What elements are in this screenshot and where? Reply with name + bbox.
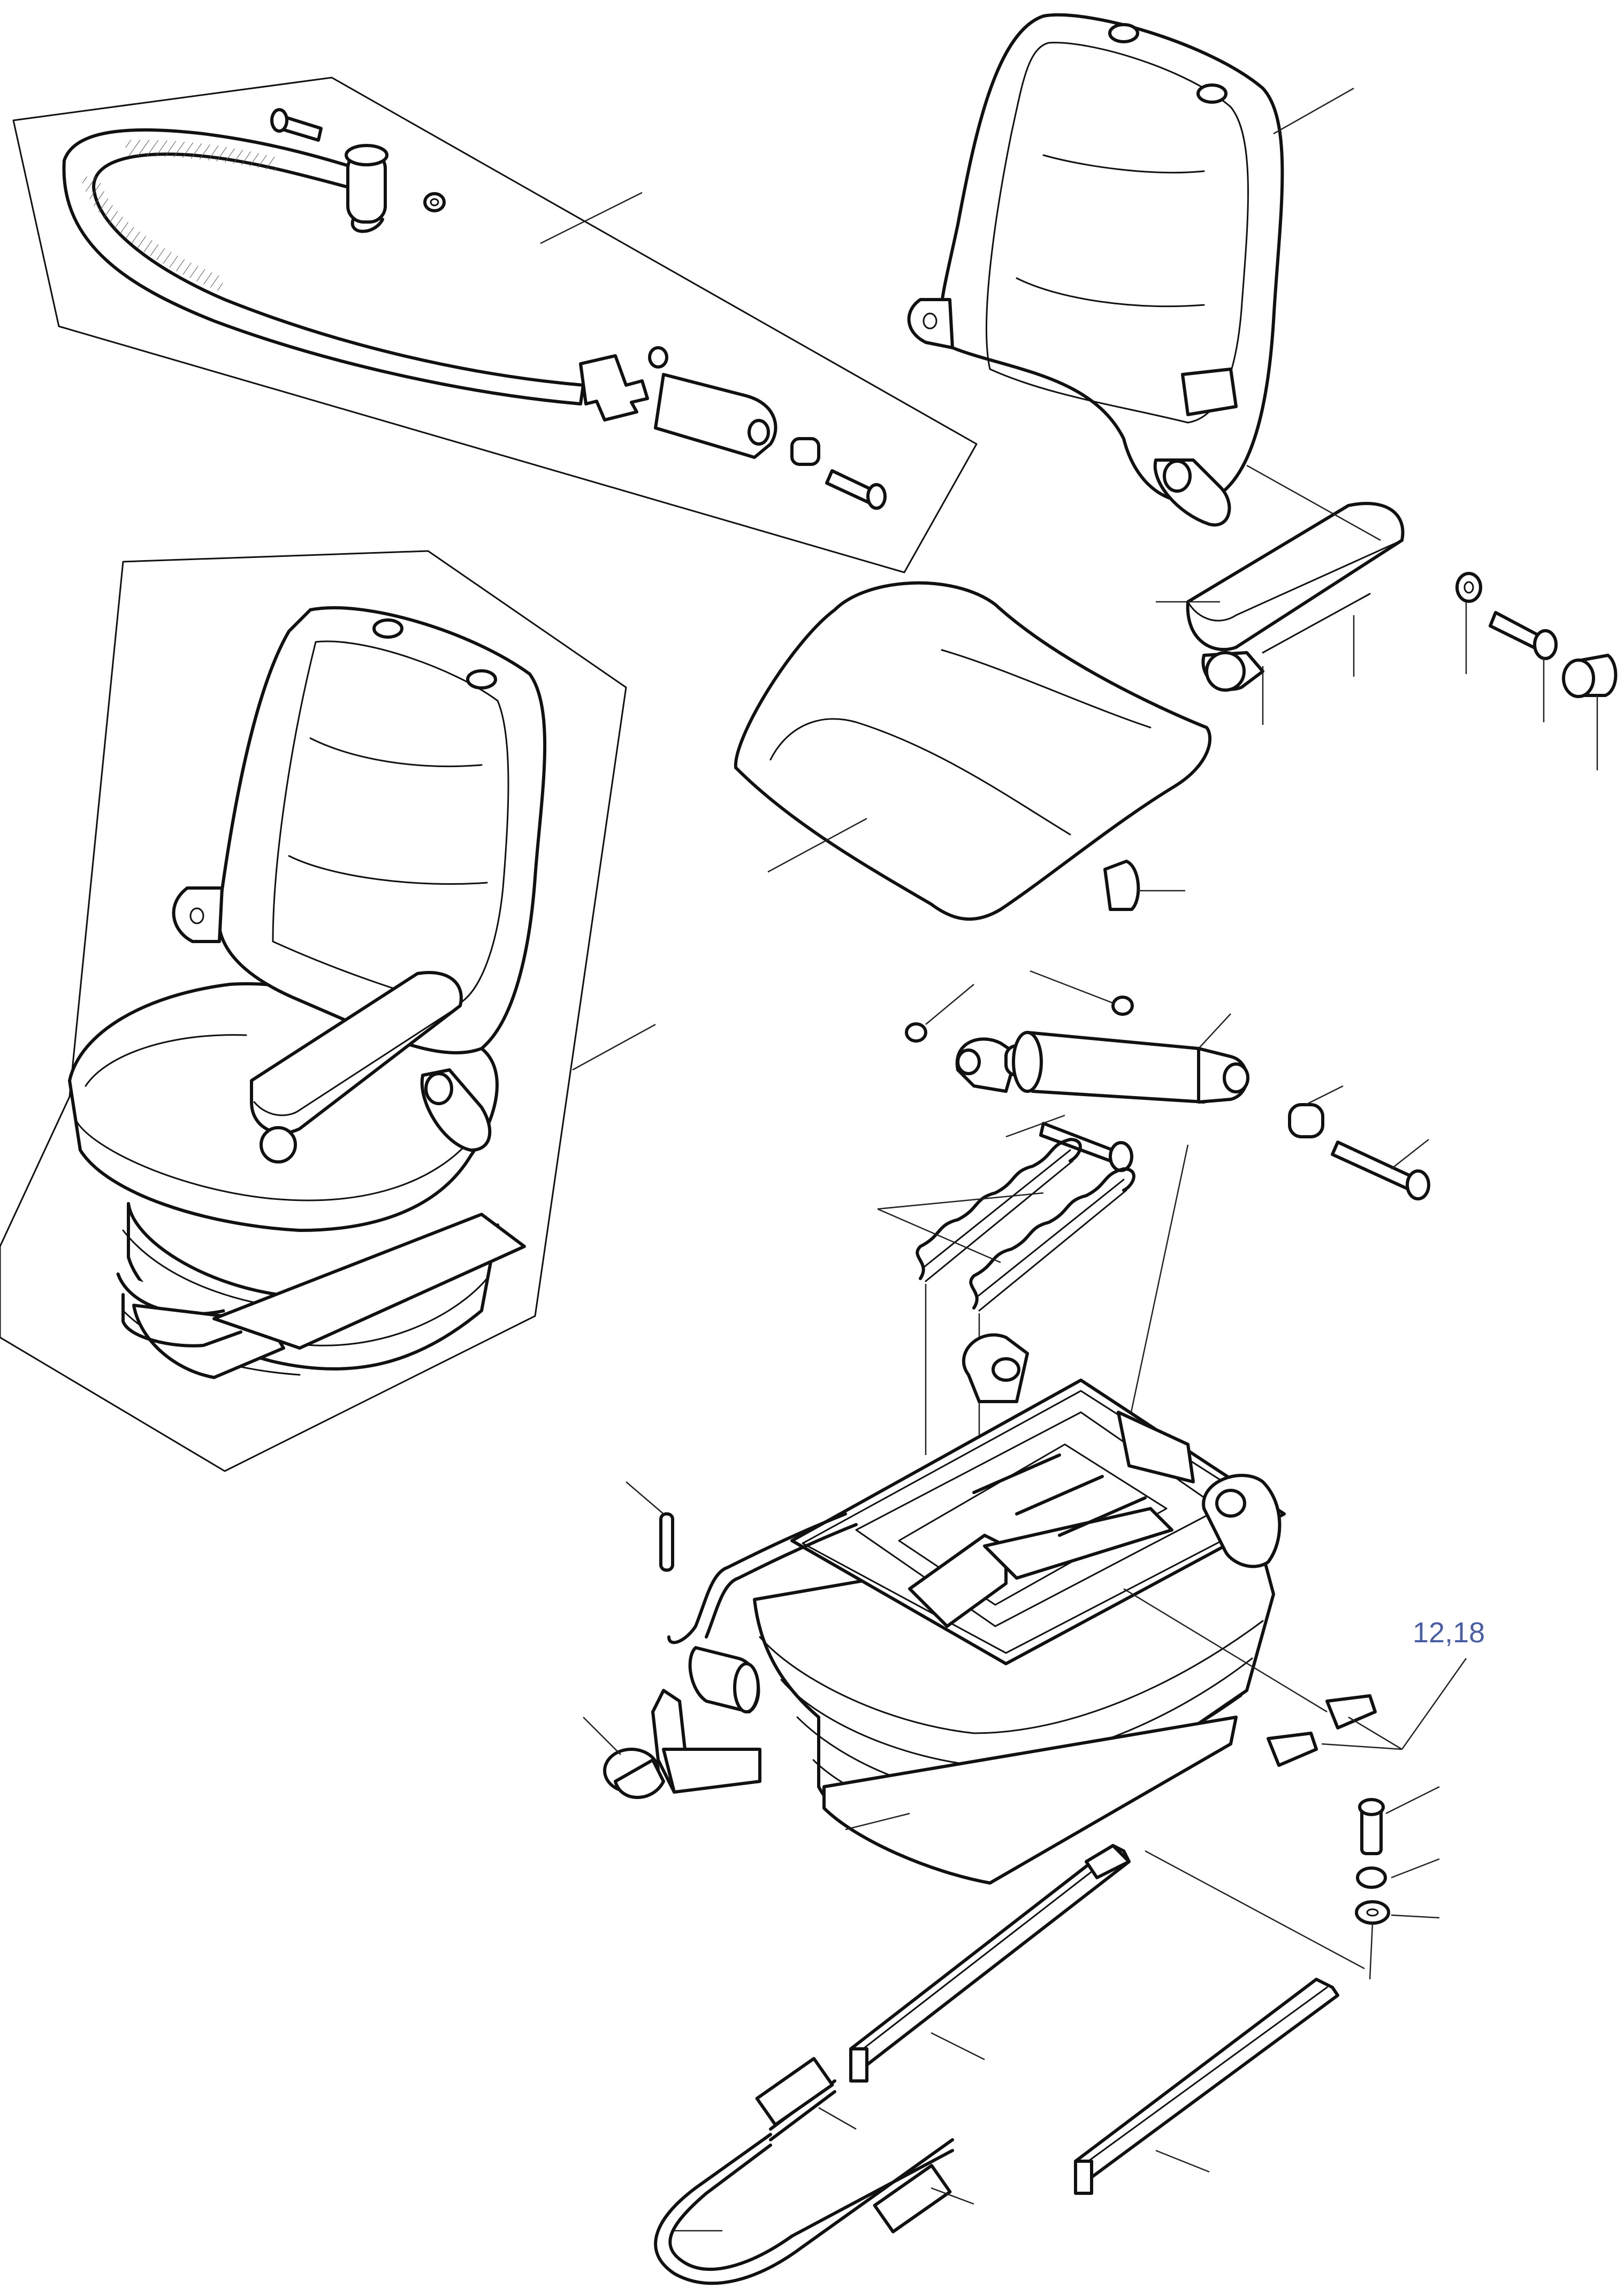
belt-strap — [62, 128, 585, 405]
buckle-washer — [648, 346, 668, 369]
seat-belt-frame — [12, 76, 978, 573]
spring-1 — [916, 1138, 1082, 1280]
retaining-pin — [659, 1512, 674, 1572]
cushion-top — [734, 581, 1212, 921]
buckle-spacer — [790, 437, 820, 466]
belt-tongue — [579, 354, 649, 422]
complete-seat-frame — [0, 550, 627, 1472]
shock-body — [1016, 1031, 1219, 1104]
complete-seat-backrest — [217, 606, 547, 1054]
bracket-right-2 — [1267, 1732, 1318, 1767]
seat-belt-assembly — [12, 76, 978, 573]
cushion-clip — [1103, 860, 1140, 911]
height-adjust-rod — [667, 1512, 847, 1644]
release-handle-bar — [654, 2057, 974, 2285]
bracket-right-1 — [1325, 1694, 1377, 1729]
seat-rails — [849, 1844, 1365, 2195]
complete-seat-view — [0, 550, 656, 1472]
belt-buckle — [654, 373, 777, 459]
spring-2 — [969, 1167, 1135, 1310]
rail-fasteners — [1355, 1786, 1440, 1980]
suspension-base: 12,18 — [583, 1333, 1485, 1885]
callout-label-12-18: 12,18 — [1413, 1617, 1485, 1649]
rail-flat-washer — [1355, 1900, 1390, 1925]
armrest-washer — [1455, 572, 1482, 603]
backrest — [907, 13, 1354, 527]
anchor-washer — [423, 192, 446, 212]
rail-lock-washer — [1356, 1866, 1387, 1889]
seat-cushion — [734, 581, 1212, 921]
armrest — [1156, 464, 1618, 770]
shock-absorber — [905, 970, 1430, 1200]
